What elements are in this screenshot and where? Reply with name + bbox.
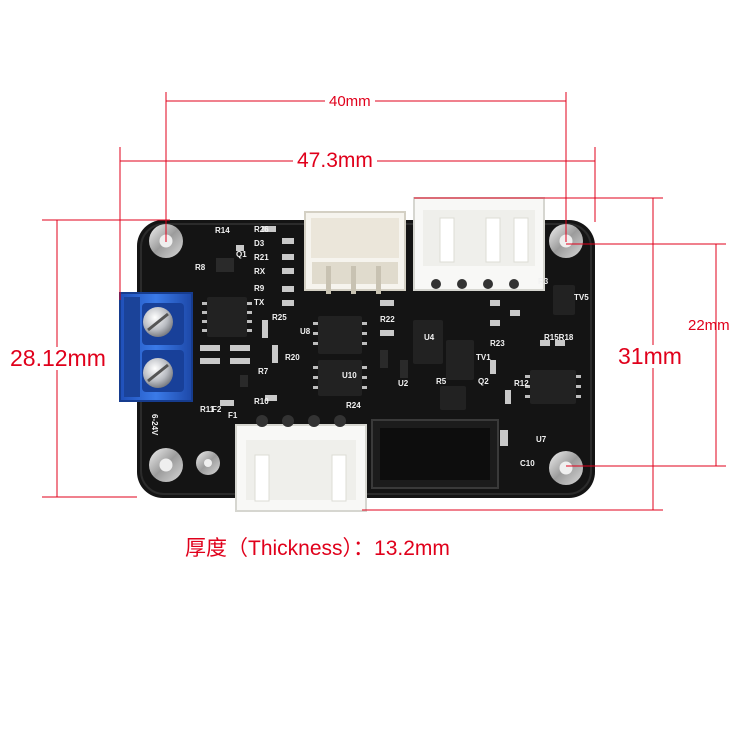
label-r24: R24: [346, 401, 361, 410]
ic-pins: [202, 302, 581, 398]
label-r20: R20: [285, 353, 300, 362]
label-r3: R3: [538, 277, 549, 286]
dimension-left-height: 28.12mm: [6, 347, 110, 370]
smd-components: [200, 226, 565, 446]
label-rx: RX: [254, 267, 266, 276]
connector-bottom: [235, 415, 367, 512]
label-r21: R21: [254, 253, 269, 262]
label-u10: U10: [342, 371, 357, 380]
label-r5: R5: [436, 377, 447, 386]
label-voltage: 6-24V: [150, 414, 159, 436]
label-u4: U4: [424, 333, 435, 342]
dimension-outer-width: 47.3mm: [293, 150, 377, 171]
mounting-hole-bottom-left: [149, 448, 183, 482]
label-q2: Q2: [478, 377, 489, 386]
ic-chips: [207, 285, 576, 410]
dimension-outer-height: 31mm: [614, 345, 686, 368]
mounting-hole-bottom-right: [549, 451, 583, 485]
connector-top-right: [413, 197, 545, 291]
label-r12: R12: [514, 379, 529, 388]
label-u8: U8: [300, 327, 311, 336]
label-r23: R23: [490, 339, 505, 348]
label-q1: Q1: [236, 250, 247, 259]
label-d3: D3: [254, 239, 265, 248]
label-c10: C10: [520, 459, 535, 468]
label-r8: R8: [195, 263, 206, 272]
label-r26: R26: [254, 225, 269, 234]
connector-top-left: [304, 211, 406, 294]
label-u7: U7: [536, 435, 547, 444]
label-r10: R10: [254, 397, 269, 406]
mounting-hole-bottom-mid: [196, 451, 220, 475]
label-u2: U2: [398, 379, 409, 388]
thickness-caption: 厚度（Thickness）：13.2mm: [185, 537, 450, 560]
label-r25: R25: [272, 313, 287, 322]
label-r11: R11: [200, 405, 215, 414]
label-f2: F2: [212, 405, 222, 414]
label-r15r18: R15R18: [544, 333, 574, 342]
label-tv1: TV1: [476, 353, 491, 362]
dimension-inner-height: 22mm: [688, 317, 730, 334]
label-r14: R14: [215, 226, 230, 235]
label-r7: R7: [258, 367, 269, 376]
label-f1: F1: [228, 411, 238, 420]
silkscreen-labels: R14 R26 D3 R21 RX R9 TX Q1 R8 R25 U8 U10…: [150, 225, 589, 468]
dimension-inner-width: 40mm: [325, 94, 375, 109]
label-tv5: TV5: [574, 293, 589, 302]
label-r22: R22: [380, 315, 395, 324]
label-r9: R9: [254, 284, 265, 293]
label-tx: TX: [254, 298, 265, 307]
screw-terminal: [119, 292, 193, 402]
